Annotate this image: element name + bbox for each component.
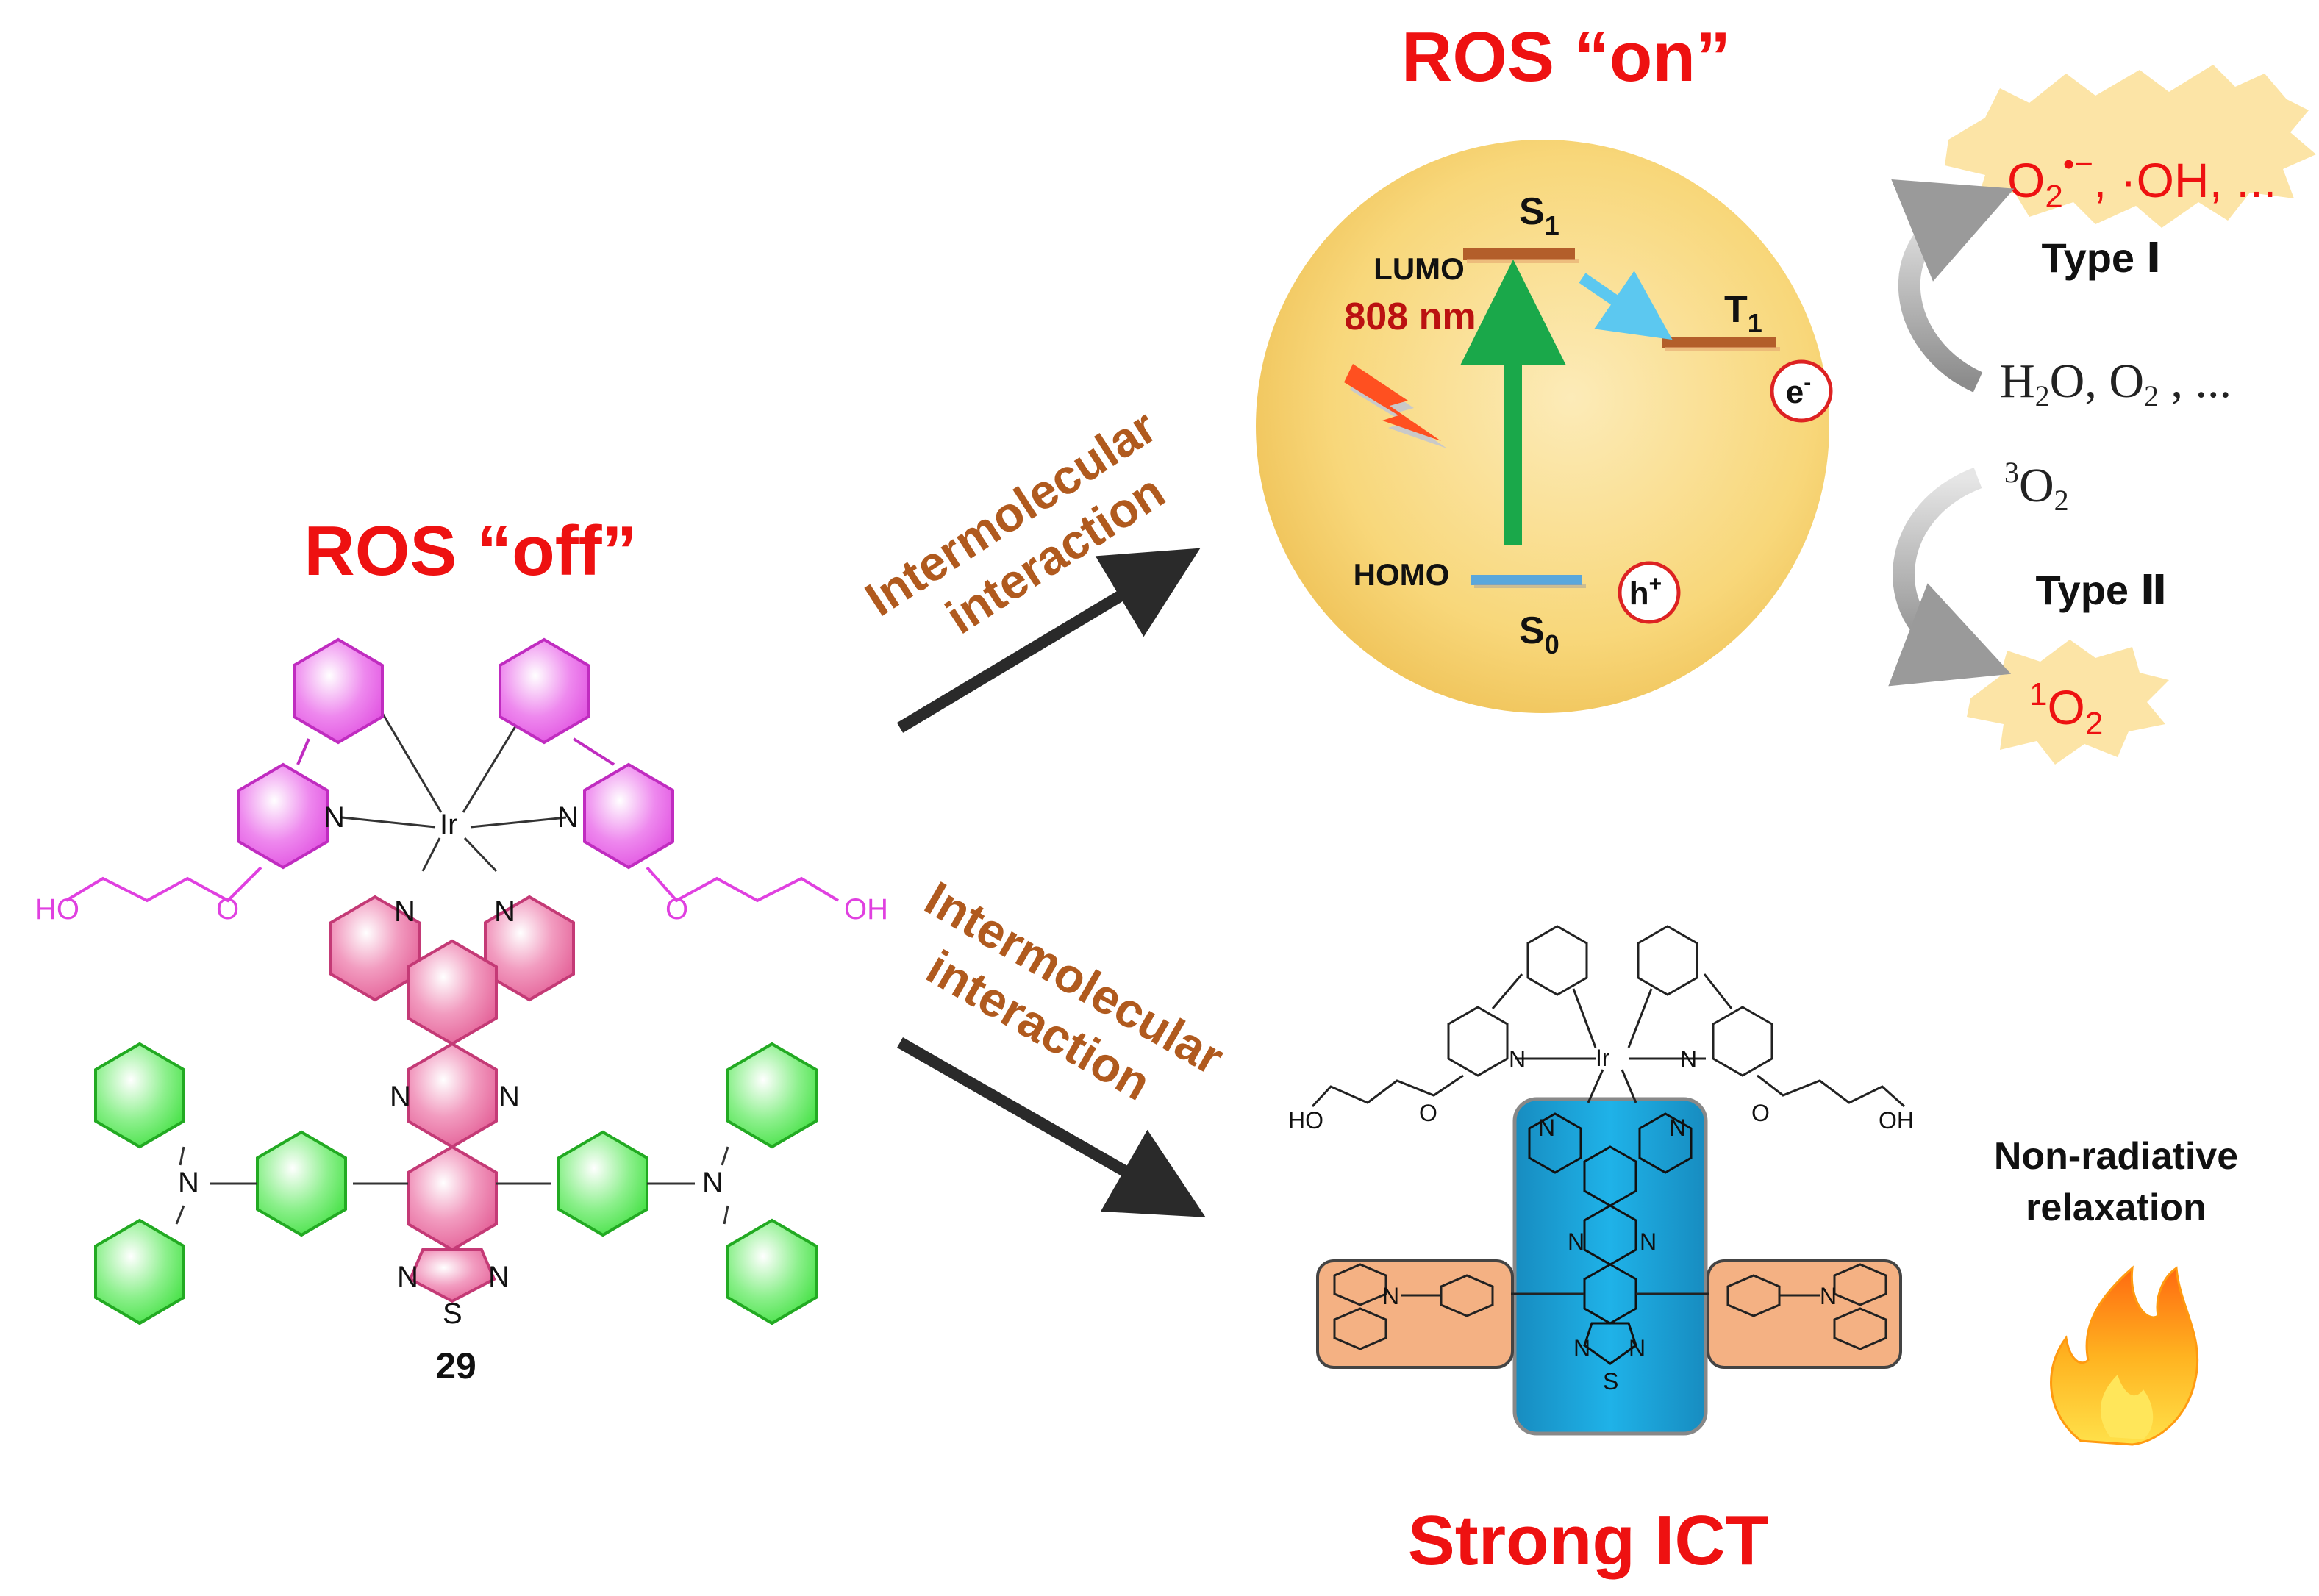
ict-complex-structure: Ir N N O O HO OH N N N N N N S bbox=[1288, 925, 1914, 1436]
homo-level-bar bbox=[1471, 575, 1582, 585]
pyridine-ring-right bbox=[583, 762, 674, 870]
intersystem-crossing-arrow bbox=[1579, 271, 1673, 340]
s1-label: S1 bbox=[1519, 190, 1559, 240]
nitrogen-label: N bbox=[557, 801, 579, 834]
type-two-product: 1O2 bbox=[2029, 676, 2103, 742]
type-one-label: Type Ⅰ bbox=[2042, 235, 2162, 281]
donor-highlight-box-left bbox=[1316, 1259, 1514, 1369]
electron-badge bbox=[1770, 359, 1833, 423]
ros-on-title: ROS “on” bbox=[1401, 18, 1731, 96]
nitrogen-label: N bbox=[394, 895, 415, 928]
oxygen-left-label: O bbox=[216, 893, 239, 926]
strong-ict-title: Strong ICT bbox=[1408, 1501, 1769, 1580]
nitrogen-label: N bbox=[499, 1081, 520, 1113]
homo-label: HOMO bbox=[1354, 557, 1450, 592]
type-one-reactants: H2O, O2 , ... bbox=[2000, 354, 2232, 412]
bottom-reaction-arrow: Intermolecular interaction bbox=[897, 870, 1233, 1217]
phenyl-ring-left bbox=[293, 637, 384, 745]
excited-state-circle bbox=[1256, 140, 1829, 713]
pyrazine-ring bbox=[407, 1042, 498, 1149]
ros-off-title: ROS “off” bbox=[304, 512, 637, 590]
phenanthroline-ring-center bbox=[407, 939, 498, 1046]
hydroxyl-left-label: HO bbox=[1288, 1107, 1323, 1134]
nitrogen-label: N bbox=[488, 1261, 510, 1293]
type-one-curved-arrow bbox=[1891, 179, 2015, 393]
energy-level-diagram: LUMO 808 nm HOMO S1 S0 T1 e- h+ bbox=[1256, 140, 1833, 713]
hydroxyl-right-label: OH bbox=[844, 893, 888, 926]
phenyl-ring-lower-left bbox=[94, 1218, 185, 1325]
nitrogen-label: N bbox=[1680, 1046, 1697, 1073]
lumo-label: LUMO bbox=[1373, 251, 1465, 286]
compound-number: 29 bbox=[435, 1345, 476, 1386]
nitrogen-label: N bbox=[178, 1167, 199, 1199]
type-two-pathway: 3O2 Type Ⅱ 1O2 bbox=[1888, 456, 2169, 765]
type-one-pathway: O2•−, ·OH, ... Type Ⅰ H2O, O2 , ... bbox=[1891, 65, 2316, 412]
s0-label: S0 bbox=[1519, 609, 1559, 659]
hydroxypropoxy-chain-left bbox=[65, 866, 262, 903]
compound-29-structure: HO OH O O N N Ir N N N N N N S N N bbox=[35, 637, 888, 1386]
oxygen-right-label: O bbox=[1751, 1100, 1770, 1126]
relaxation-line2: relaxation bbox=[2026, 1187, 2207, 1229]
phenanthroline-ring-left bbox=[329, 895, 421, 1002]
nitrogen-label: N bbox=[1538, 1114, 1555, 1141]
hydroxyl-left-label: HO bbox=[35, 893, 79, 926]
oxygen-right-label: O bbox=[665, 893, 688, 926]
aryl-ring-left bbox=[256, 1130, 347, 1237]
nitrogen-label: N bbox=[1568, 1228, 1584, 1255]
wavelength-label: 808 nm bbox=[1344, 296, 1476, 338]
electron-label: e- bbox=[1786, 371, 1811, 410]
iridium-label: Ir bbox=[1596, 1045, 1610, 1071]
nitrogen-label: N bbox=[1640, 1228, 1657, 1255]
t1-level-bar bbox=[1662, 337, 1776, 348]
type-one-starburst bbox=[1945, 65, 2316, 228]
hole-badge bbox=[1618, 561, 1681, 624]
iridium-label: Ir bbox=[440, 809, 457, 841]
nitrogen-label: N bbox=[1573, 1335, 1590, 1361]
nitrogen-label: N bbox=[390, 1081, 411, 1113]
nitrogen-label: N bbox=[324, 801, 345, 834]
hole-label: h+ bbox=[1629, 572, 1662, 612]
nitrogen-label: N bbox=[1382, 1283, 1399, 1309]
acceptor-highlight-box bbox=[1512, 1097, 1708, 1436]
sulfur-label: S bbox=[1603, 1368, 1618, 1395]
nitrogen-label: N bbox=[702, 1167, 723, 1199]
nitrogen-label: N bbox=[1669, 1114, 1686, 1141]
nitrogen-label: N bbox=[1820, 1283, 1837, 1309]
type-two-reactant: 3O2 bbox=[2004, 456, 2069, 517]
phenyl-ring-upper-left bbox=[94, 1042, 185, 1149]
thiadiazole-ring bbox=[408, 1248, 496, 1303]
nitrogen-label: N bbox=[494, 895, 515, 928]
lightning-bolt-icon bbox=[1344, 364, 1447, 448]
donor-highlight-box-right bbox=[1707, 1259, 1902, 1369]
aryl-ring-right bbox=[557, 1130, 648, 1237]
relaxation-line1: Non-radiative bbox=[1994, 1135, 2238, 1178]
type-two-starburst bbox=[1967, 640, 2169, 765]
type-one-products: O2•−, ·OH, ... bbox=[2007, 146, 2276, 215]
top-reaction-arrow: Intermolecular interaction bbox=[856, 398, 1201, 733]
oxygen-left-label: O bbox=[1419, 1100, 1437, 1126]
nitrogen-label: N bbox=[1629, 1335, 1646, 1361]
phenanthroline-ring-right bbox=[484, 895, 575, 1002]
benzo-ring bbox=[407, 1145, 498, 1252]
type-two-label: Type Ⅱ bbox=[2036, 567, 2168, 613]
phenyl-ring-lower-right bbox=[726, 1218, 818, 1325]
pyridine-ring-left bbox=[237, 762, 329, 870]
phenyl-ring-right bbox=[499, 637, 590, 745]
lumo-level-bar bbox=[1463, 248, 1575, 260]
nitrogen-label: N bbox=[1509, 1046, 1526, 1073]
hydroxyl-right-label: OH bbox=[1879, 1107, 1914, 1134]
flame-icon bbox=[2050, 1265, 2199, 1446]
hydroxypropoxy-chain-right bbox=[646, 866, 840, 903]
nitrogen-label: N bbox=[397, 1261, 418, 1293]
phenyl-ring-upper-right bbox=[726, 1042, 818, 1149]
type-two-curved-arrow bbox=[1888, 468, 2012, 687]
t1-label: T1 bbox=[1724, 288, 1762, 338]
sulfur-label: S bbox=[443, 1298, 462, 1330]
